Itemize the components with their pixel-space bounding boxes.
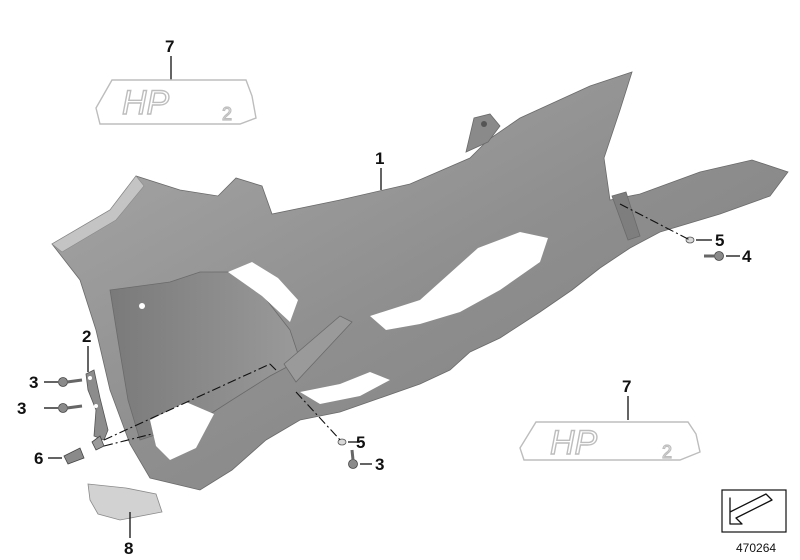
screw-part-3-a [58,377,83,387]
fairing-tab-hole [481,121,487,127]
bracket-hole-lower [94,404,98,408]
screw-part-4 [704,251,724,261]
fairing-rear-rib [611,191,641,241]
diagram-number: 470264 [736,541,776,555]
callout-5-right: 5 [715,231,724,250]
fairing-cutout-lower [300,372,390,404]
fairing-cutout-upper [228,262,298,322]
screw-part-3-c [348,449,358,469]
fairing-front-post [283,315,353,383]
clip-part-6 [63,435,105,465]
fairing-cutout-front [150,402,214,460]
bracket-hole-upper [88,376,92,380]
callout-1: 1 [375,149,384,168]
fairing-part-1 [51,71,789,491]
callout-7-top: 7 [165,37,174,56]
badge-bottom-sub: 2 [662,442,672,462]
callout-3-middle: 3 [17,399,26,418]
badge-part-7-top: HP 2 [95,79,257,125]
leader-lines [44,56,740,538]
callout-7-bottom: 7 [622,377,631,396]
callout-4: 4 [742,247,752,266]
assembly-lines [103,203,691,447]
fairing-left-panel [109,271,301,441]
fairing-left-hole [139,303,145,309]
callout-3-upper: 3 [29,373,38,392]
washer-part-5-a [685,236,695,244]
arrow-direction-icon [721,489,787,533]
callout-2: 2 [82,327,91,346]
pad-part-8 [87,483,163,521]
fairing-top-tab [465,113,501,153]
fairing-front-edge [51,175,145,253]
bracket-part-2 [85,369,109,441]
badge-bottom-main: HP [550,424,598,462]
callout-3-lower: 3 [375,455,384,474]
fairing-cutout-middle [370,232,548,330]
screw-part-3-b [58,403,83,413]
badge-part-7-bottom: HP 2 [519,421,701,463]
washer-part-5-b [337,438,347,446]
callout-5-lower: 5 [356,433,365,452]
badge-top-main: HP [122,84,170,122]
callouts: 7 1 2 3 3 6 8 7 5 4 5 3 [17,37,752,558]
callout-8: 8 [124,539,133,558]
callout-6: 6 [34,449,43,468]
badge-top-sub: 2 [222,104,232,124]
